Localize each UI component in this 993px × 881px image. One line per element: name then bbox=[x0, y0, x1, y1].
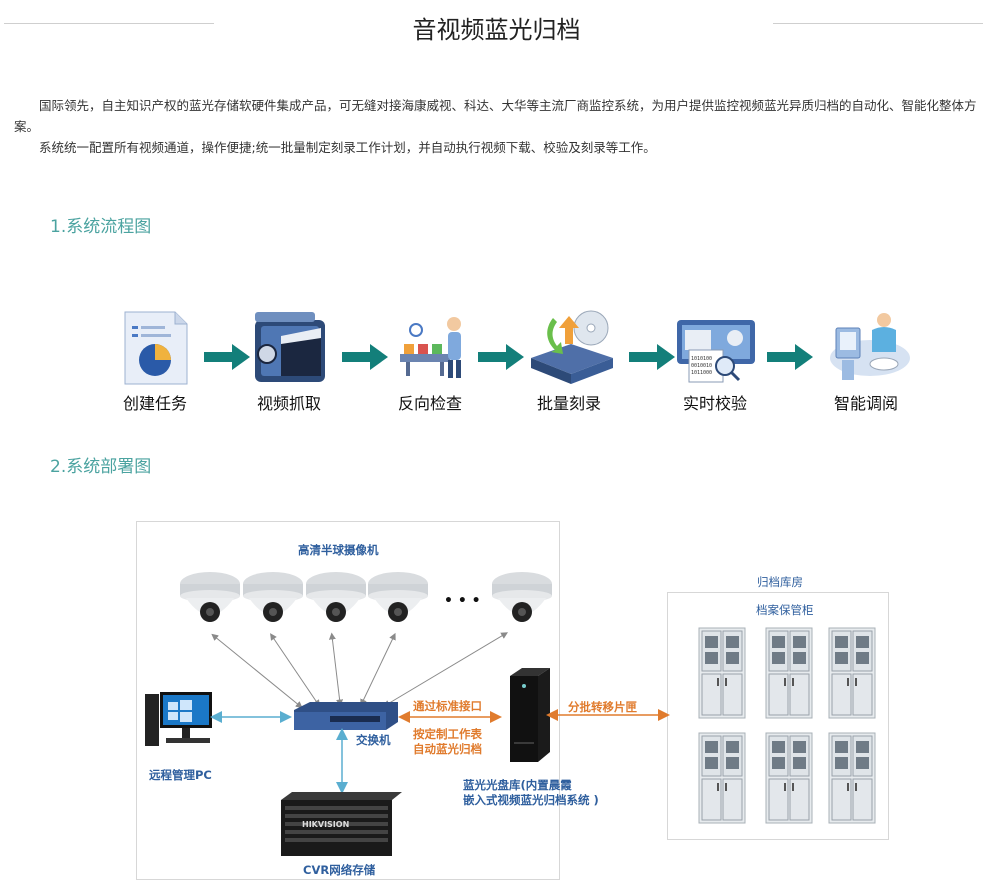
computer-icon bbox=[145, 692, 212, 746]
transfer-magazine-label: 分批转移片匣 bbox=[568, 700, 637, 714]
cvr-storage-label: CVR网络存储 bbox=[303, 863, 376, 877]
flow-step-label: 创建任务 bbox=[122, 394, 187, 413]
auto-archive-label: 自动蓝光归档 bbox=[413, 742, 482, 756]
flow-step-label: 实时校验 bbox=[682, 394, 747, 413]
flow-arrow-1 bbox=[204, 344, 250, 370]
archive-cabinet bbox=[828, 627, 876, 719]
bluray-library-icon bbox=[510, 668, 550, 762]
header-divider-right bbox=[773, 23, 983, 24]
storage-brand: HIKVISION bbox=[302, 820, 350, 829]
flow-step-smart-retrieval: 智能调阅 bbox=[806, 308, 926, 413]
archive-room-label: 归档库房 bbox=[757, 575, 803, 589]
camera-link bbox=[382, 632, 509, 707]
dome-camera bbox=[180, 572, 240, 622]
section-title-flow: 1.系统流程图 bbox=[50, 217, 152, 237]
flow-step-video-capture: 视频抓取 bbox=[229, 308, 349, 413]
camera-link bbox=[270, 633, 320, 707]
flow-step-create-task: 创建任务 bbox=[95, 308, 215, 413]
flow-arrow-3 bbox=[478, 344, 524, 370]
svg-text:1010100: 1010100 bbox=[691, 356, 712, 362]
dome-camera bbox=[306, 572, 366, 622]
more-cameras-ellipsis: • • • bbox=[444, 593, 481, 609]
dome-camera bbox=[492, 572, 552, 622]
dome-camera bbox=[243, 572, 303, 622]
archive-cabinet bbox=[828, 732, 876, 824]
camera-link bbox=[328, 632, 344, 707]
cameras-label: 高清半球摄像机 bbox=[298, 543, 379, 557]
flow-arrow-2 bbox=[342, 344, 388, 370]
svg-text:0010010: 0010010 bbox=[691, 363, 712, 369]
library-label-line2: 嵌入式视频蓝光归档系统 ) bbox=[463, 793, 599, 807]
archive-cabinet bbox=[698, 627, 746, 719]
flow-arrow-4 bbox=[629, 344, 675, 370]
header-divider-left bbox=[4, 23, 214, 24]
archive-room-frame bbox=[667, 592, 889, 840]
network-switch-icon bbox=[294, 702, 398, 730]
page-title: 音视频蓝光归档 bbox=[412, 16, 581, 44]
data-verify-icon: 1010100 0010010 1011000 bbox=[677, 320, 755, 383]
flow-step-realtime-verify: 1010100 0010010 1011000 实时校验 bbox=[655, 308, 775, 413]
user-terminal-icon bbox=[830, 313, 910, 380]
dome-camera bbox=[368, 572, 428, 622]
flow-step-label: 视频抓取 bbox=[256, 394, 321, 413]
disc-burn-icon bbox=[531, 310, 613, 384]
flow-step-label: 批量刻录 bbox=[536, 394, 601, 413]
section-title-deployment: 2.系统部署图 bbox=[50, 457, 152, 477]
intro-paragraph-1: 国际领先，自主知识产权的蓝光存储软硬件集成产品，可无缝对接海康威视、科达、大华等… bbox=[14, 98, 977, 134]
archive-cabinet bbox=[698, 732, 746, 824]
flow-step-label: 反向检查 bbox=[397, 394, 462, 413]
standard-interface-label: 通过标准接口 bbox=[413, 699, 482, 713]
switch-label: 交换机 bbox=[356, 733, 391, 747]
svg-text:1011000: 1011000 bbox=[691, 370, 712, 376]
intro-text: 国际领先，自主知识产权的蓝光存储软硬件集成产品，可无缝对接海康威视、科达、大华等… bbox=[14, 95, 980, 158]
inspection-people-icon bbox=[400, 317, 461, 378]
flow-step-reverse-check: 反向检查 bbox=[370, 308, 490, 413]
library-label-line1: 蓝光光盘库(内置晨霞 bbox=[463, 778, 572, 792]
intro-paragraph-2: 系统统一配置所有视频通道，操作便捷;统一批量制定刻录工作计划，并自动执行视频下载… bbox=[39, 140, 656, 155]
flow-arrow-5 bbox=[767, 344, 813, 370]
remote-pc-label: 远程管理PC bbox=[149, 768, 212, 782]
camera-link bbox=[211, 633, 303, 709]
document-chart-icon bbox=[124, 311, 188, 385]
flow-step-batch-burn: 批量刻录 bbox=[509, 308, 629, 413]
archive-cabinet bbox=[765, 627, 813, 719]
custom-plan-label: 按定制工作表 bbox=[413, 727, 482, 741]
archive-cabinet-label: 档案保管柜 bbox=[756, 603, 814, 617]
film-camera-icon bbox=[255, 312, 325, 382]
flow-step-label: 智能调阅 bbox=[833, 394, 898, 413]
camera-link bbox=[360, 632, 396, 707]
archive-cabinet bbox=[765, 732, 813, 824]
